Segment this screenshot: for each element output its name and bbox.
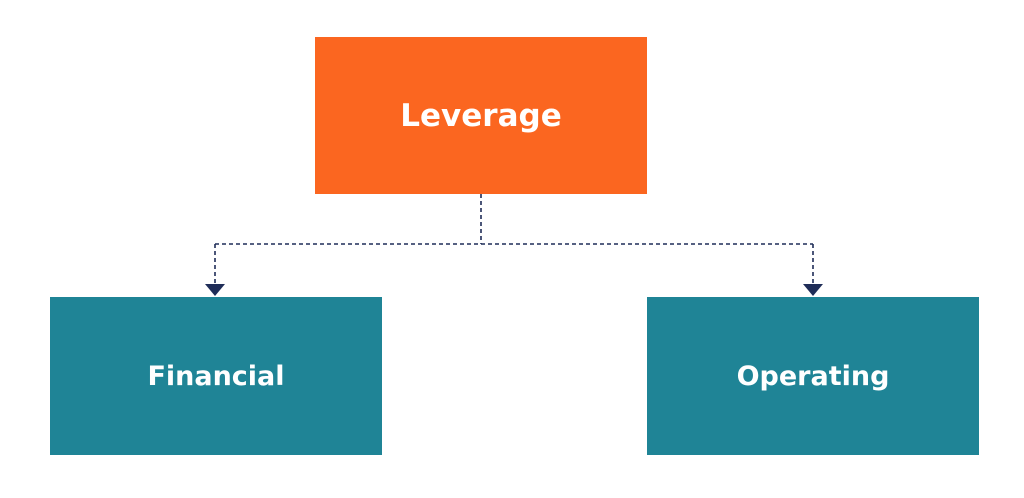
node-leverage: Leverage — [315, 37, 647, 194]
node-operating-label: Operating — [736, 360, 890, 392]
node-financial: Financial — [50, 297, 382, 455]
node-leverage-label: Leverage — [400, 97, 562, 134]
node-financial-label: Financial — [147, 360, 285, 392]
arrow-down-icon-right — [803, 284, 823, 296]
node-operating: Operating — [647, 297, 979, 455]
arrow-down-icon-left — [205, 284, 225, 296]
